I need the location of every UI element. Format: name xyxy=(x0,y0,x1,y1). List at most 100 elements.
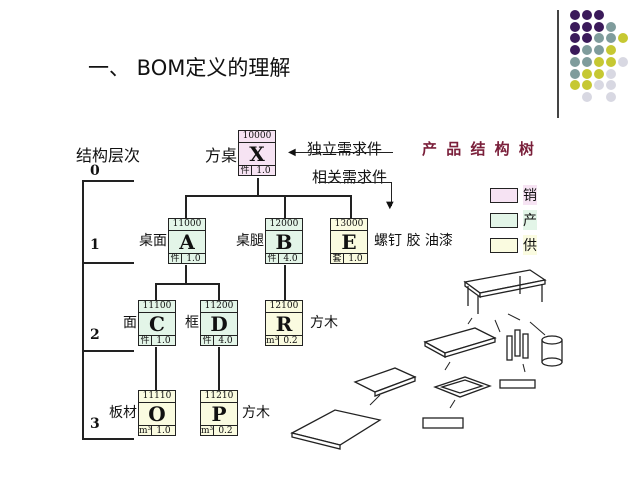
decorative-dot xyxy=(582,80,592,91)
dependent-demand-label: 相关需求件 xyxy=(312,168,388,186)
decorative-dot xyxy=(606,91,616,102)
connector xyxy=(284,195,286,218)
decorative-dot xyxy=(594,10,604,20)
connector xyxy=(218,347,220,390)
plank-drawing xyxy=(290,409,382,450)
item-letter: P xyxy=(201,403,237,426)
item-unit: m³ xyxy=(201,426,214,436)
item-letter: O xyxy=(139,403,175,426)
node-name-d: 框 xyxy=(185,315,199,331)
item-unit: 件 xyxy=(201,336,214,346)
item-letter: A xyxy=(169,231,205,254)
legend-swatch-supply xyxy=(490,238,518,253)
connector xyxy=(350,195,352,218)
item-quantity: 4.0 xyxy=(283,254,298,264)
tree-title: 产 品 结 构 树 xyxy=(422,140,536,158)
board-drawing xyxy=(353,367,417,397)
decorative-dot xyxy=(594,56,604,67)
item-quantity: 1.0 xyxy=(156,426,171,436)
item-code: 13000 xyxy=(331,219,367,231)
decorative-dot xyxy=(570,45,580,56)
small-beam-drawing xyxy=(499,379,536,389)
level-heading: 结构层次 xyxy=(76,146,141,165)
item-quantity: 1.0 xyxy=(156,336,171,346)
legend-label-sales: 销 xyxy=(523,185,537,205)
legend-swatch-sales xyxy=(490,188,518,203)
decorative-dot xyxy=(606,21,616,32)
item-quantity: 1.0 xyxy=(186,254,201,264)
item-code: 11000 xyxy=(169,219,205,231)
decorative-dot xyxy=(582,45,592,56)
decorative-dot xyxy=(570,80,580,91)
item-unit: 件 xyxy=(139,336,152,346)
item-quantity: 1.0 xyxy=(348,254,363,264)
level-0: 0 xyxy=(90,163,100,179)
beam-drawing xyxy=(422,417,464,429)
connector xyxy=(218,283,220,300)
level-2: 2 xyxy=(90,327,100,343)
node-name-p: 方木 xyxy=(242,405,270,421)
decorative-dot xyxy=(606,45,616,56)
item-letter: R xyxy=(266,313,302,336)
decorative-dot xyxy=(606,33,616,44)
decorative-dot xyxy=(570,33,580,44)
item-quantity: 4.0 xyxy=(218,336,233,346)
legend-swatch-production xyxy=(490,213,518,228)
item-code: 12000 xyxy=(266,219,302,231)
decorative-dot xyxy=(618,33,628,44)
item-unit: 件 xyxy=(169,254,182,264)
level-1: 1 xyxy=(90,237,100,253)
legend-label-production: 产 xyxy=(523,210,537,230)
node-name-e: 螺钉 胶 油漆 xyxy=(374,233,453,249)
decorative-dot xyxy=(582,91,592,102)
legs-drawing xyxy=(506,329,529,361)
assembly-arrows xyxy=(369,313,546,409)
item-code: 11200 xyxy=(201,301,237,313)
decorative-dot xyxy=(594,33,604,44)
decorative-dot xyxy=(594,68,604,79)
item-code: 11110 xyxy=(139,391,175,403)
node-name-c: 面 xyxy=(123,315,137,331)
slide-title: 一、 BOM定义的理解 xyxy=(88,56,291,80)
item-letter: E xyxy=(331,231,367,254)
item-quantity: 0.2 xyxy=(283,336,298,346)
node-name-a: 桌面 xyxy=(139,233,167,249)
decorative-dot xyxy=(570,56,580,67)
tabletop-drawing xyxy=(423,327,497,359)
connector xyxy=(155,347,157,390)
item-letter: X xyxy=(239,143,275,166)
level-axis xyxy=(82,180,84,440)
level-tick xyxy=(82,180,134,182)
arrow-down-icon: ▼ xyxy=(386,200,394,211)
decorative-dot xyxy=(582,33,592,44)
decorative-dot xyxy=(594,21,604,32)
decorative-dot xyxy=(570,21,580,32)
node-name-b: 桌腿 xyxy=(236,233,264,249)
frame-drawing xyxy=(433,376,492,398)
item-unit: m³ xyxy=(139,426,152,436)
decorative-dot xyxy=(594,45,604,56)
independent-demand-label: 独立需求件 xyxy=(307,140,383,158)
level-tick xyxy=(82,438,134,440)
connector xyxy=(257,178,259,195)
item-code: 10000 xyxy=(239,131,275,143)
paint-bucket-drawing xyxy=(541,335,563,367)
decorative-dot xyxy=(582,56,592,67)
connector xyxy=(185,265,187,283)
item-code: 11210 xyxy=(201,391,237,403)
item-code: 11100 xyxy=(139,301,175,313)
legend-label-supply: 供 xyxy=(523,235,537,255)
connector xyxy=(155,283,219,285)
item-unit: 件 xyxy=(239,166,252,176)
decorative-dot xyxy=(582,10,592,20)
decorative-dot xyxy=(606,56,616,67)
